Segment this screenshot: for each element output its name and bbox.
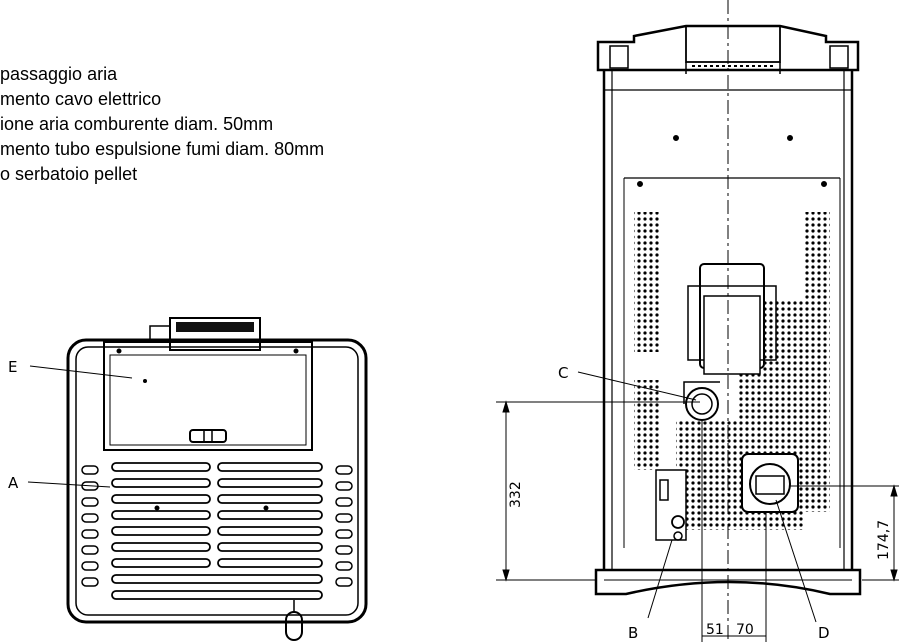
label-e: E [8,358,17,376]
dimension-332 [496,400,700,582]
legend-item-e: o serbatoio pellet [0,164,138,184]
leader-c [577,371,697,401]
legend-item-b: mento cavo elettrico [0,89,162,109]
dimension-label-174: 174,7 [876,520,892,560]
leader-a [27,481,111,488]
leader-b [647,539,673,619]
label-a: A [8,474,19,492]
legend-item-c: ione aria comburente diam. 50mm [0,114,274,134]
label-b: B [628,624,638,642]
dimension-label-70: 70 [736,622,754,638]
dimension-bottom [701,420,767,642]
legend-item-a: passaggio aria [0,64,118,84]
leader-d [775,499,817,623]
top-view [66,317,368,641]
legend-list: passaggio aria mento cavo elettrico ione… [0,62,324,187]
label-c: C [558,364,568,382]
dimension-label-332: 332 [508,481,524,508]
label-d: D [818,624,830,642]
dimension-label-51: 51 [706,622,724,638]
dimension-174 [790,484,899,582]
legend-item-d: mento tubo espulsione fumi diam. 80mm [0,139,325,159]
leader-e [29,365,133,379]
